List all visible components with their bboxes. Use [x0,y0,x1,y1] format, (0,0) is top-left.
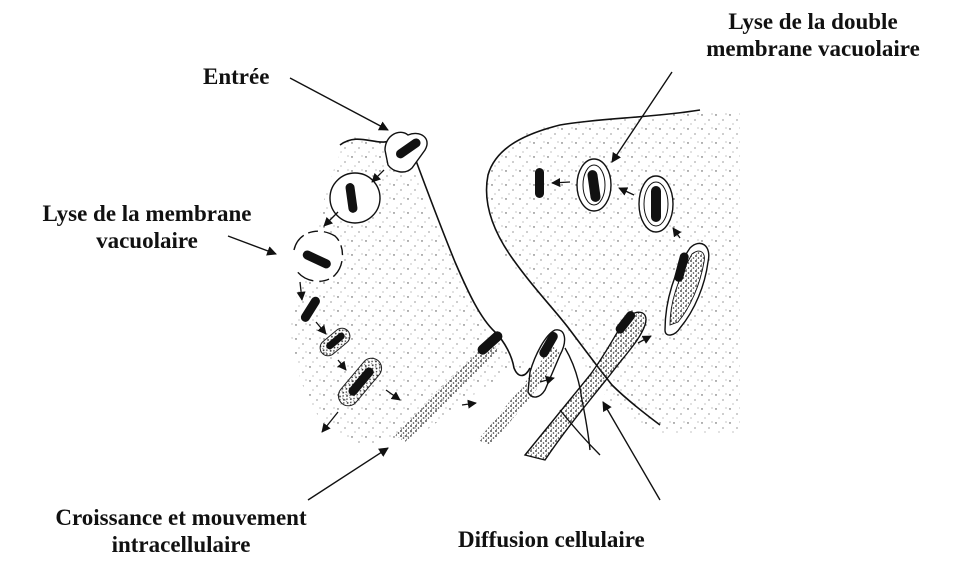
label-growth-movement: Croissance et mouvement intracellulaire [16,504,346,558]
entry-bacterium [385,132,427,172]
lysing-double-membrane-vacuole [577,159,611,211]
double-membrane-vacuole [639,176,673,232]
label-double-membrane-lysis-line1: Lyse de la double [676,8,950,35]
lysing-vacuole [294,231,343,281]
label-vacuole-lysis-line2: vacuolaire [7,227,287,254]
label-double-membrane-lysis-line2: membrane vacuolaire [676,35,950,62]
vacuole-bacterium [330,173,380,223]
label-double-membrane-lysis: Lyse de la double membrane vacuolaire [676,8,950,62]
label-entry: Entrée [203,63,269,90]
released-bacterium [535,168,544,198]
label-cell-spread: Diffusion cellulaire [458,526,645,553]
label-vacuole-lysis-line1: Lyse de la membrane [7,200,287,227]
label-vacuole-lysis: Lyse de la membrane vacuolaire [7,200,287,254]
label-growth-movement-line2: intracellulaire [16,531,346,558]
label-growth-movement-line1: Croissance et mouvement [16,504,346,531]
